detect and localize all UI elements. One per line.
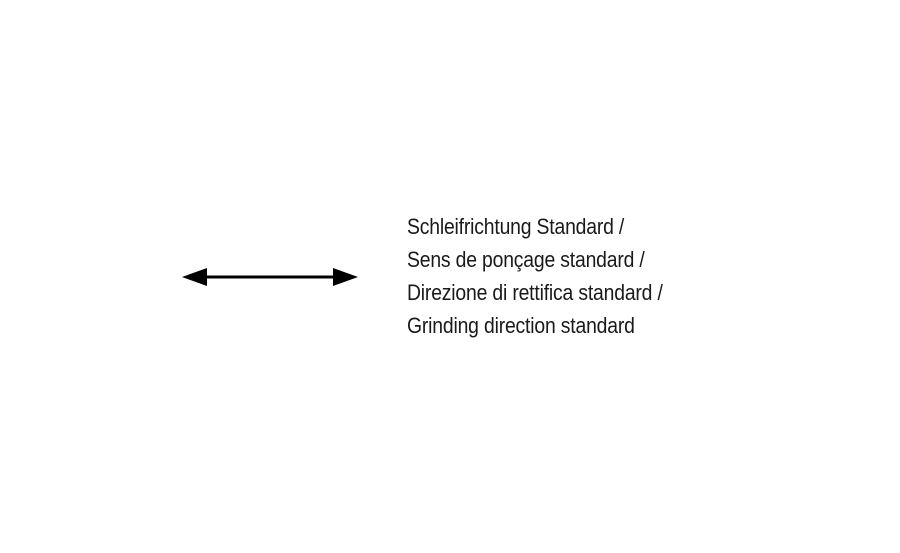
label-line-french: Sens de ponçage standard /: [407, 247, 645, 272]
grinding-direction-arrow: [180, 264, 360, 290]
double-headed-arrow-icon: [182, 268, 358, 286]
arrow-head-right: [333, 268, 358, 286]
label-line-english: Grinding direction standard: [407, 313, 635, 338]
grinding-direction-label: Schleifrichtung Standard / Sens de ponça…: [407, 210, 877, 342]
arrow-head-left: [182, 268, 207, 286]
label-line-german: Schleifrichtung Standard /: [407, 214, 625, 239]
label-line-italian: Direzione di rettifica standard /: [407, 280, 663, 305]
